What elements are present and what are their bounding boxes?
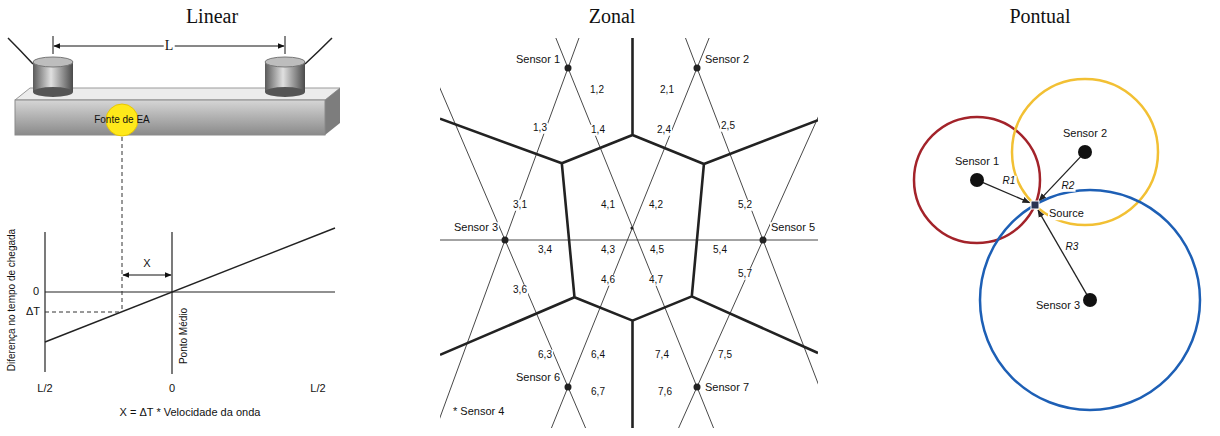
axis: [44, 232, 45, 372]
zone-number: 4,7: [648, 275, 664, 286]
range-label: R1: [1002, 176, 1017, 187]
zero-line: [45, 291, 335, 292]
zone-number: 2,4: [656, 125, 672, 136]
sensor-dot: [1083, 293, 1097, 307]
pontual-panel: [914, 79, 1200, 410]
zone-number: 5,7: [737, 269, 753, 280]
sensor-dot: [1078, 145, 1092, 159]
zone-number: 4,6: [600, 275, 616, 286]
zone-line: [440, 38, 818, 428]
distance-arrow: [123, 275, 171, 276]
range-circle: [1012, 79, 1158, 225]
bar-top: [15, 88, 340, 100]
range-arrow: [1039, 156, 1081, 200]
zone-number: 4,3: [600, 245, 616, 256]
sensor-label: Sensor 3: [1035, 300, 1081, 312]
zone-number: 3,4: [537, 245, 553, 256]
range-label: R2: [1061, 181, 1076, 192]
zone-number: 6,7: [590, 387, 606, 398]
zone-number: 2,5: [720, 121, 736, 132]
zone-number: 7,5: [717, 350, 733, 361]
sensor-dot: [630, 226, 633, 229]
panel-title: Zonal: [588, 6, 637, 27]
zone-number: 4,1: [600, 200, 616, 211]
sensor-dot: [502, 237, 509, 244]
zone-line: [440, 38, 818, 428]
midpoint-line: [171, 232, 172, 374]
axis-value: L/2: [309, 383, 326, 395]
sensor-dot: [565, 65, 572, 72]
zone-number: 4,2: [648, 200, 664, 211]
bar-side: [325, 88, 340, 135]
zone-number: 2,1: [659, 85, 675, 96]
range-label: R3: [1065, 242, 1080, 253]
sensor-base: [265, 87, 305, 97]
source-mark: [1031, 201, 1039, 209]
axis-value: 0: [32, 286, 40, 298]
axis-title: Diferença no tempo de chegada: [7, 228, 18, 372]
sensor-dot: [694, 65, 701, 72]
zone-line: [440, 38, 818, 428]
sensor-label: Sensor 1: [515, 54, 561, 66]
dimension-label: L: [164, 39, 175, 54]
sensor-label: Sensor 6: [515, 372, 561, 384]
sensor-dot: [565, 384, 572, 391]
panel-title: Linear: [185, 6, 239, 27]
sensor-top: [33, 57, 73, 67]
dimension-tick: [53, 36, 54, 54]
projection-line: [122, 137, 123, 312]
source-label: Source: [1048, 208, 1085, 220]
sensor-label: Sensor 1: [954, 156, 1000, 168]
midpoint-label: Ponto Médio: [179, 307, 190, 365]
sensor-dot: [694, 384, 701, 391]
zone-number: 1,3: [532, 123, 548, 134]
zonal-panel: [440, 38, 818, 428]
source-label: Fonte de EA: [93, 115, 151, 126]
sensor-wire: [305, 38, 332, 64]
zone-number: 3,1: [512, 200, 528, 211]
panel-title: Pontual: [1008, 6, 1071, 27]
zone-line: [440, 38, 818, 428]
zone-number: 7,4: [654, 350, 670, 361]
zone-number: 4,5: [649, 245, 665, 256]
zone-number: 5,4: [712, 245, 728, 256]
linear-panel: [8, 36, 340, 374]
axis-value: ΔT: [25, 306, 41, 318]
axis-value: 0: [168, 383, 176, 395]
dimension-tick: [285, 36, 286, 54]
legend-note: * Sensor 4: [452, 406, 505, 418]
sensor-top: [265, 57, 305, 67]
sensor-label: Sensor 2: [1062, 128, 1108, 140]
range-circle: [980, 190, 1200, 410]
sensor-dot: [970, 173, 984, 187]
zone-boundary: [440, 38, 818, 428]
sensor-wire: [8, 38, 33, 64]
zone-number: 6,4: [590, 350, 606, 361]
zone-number: 7,6: [657, 387, 673, 398]
zone-line: [440, 38, 818, 428]
zone-number: 5,2: [737, 200, 753, 211]
zone-number: 3,6: [512, 285, 528, 296]
sensor-label: Sensor 2: [704, 54, 750, 66]
zone-number: 6,3: [537, 350, 553, 361]
zone-number: 1,2: [589, 85, 605, 96]
sensor-label: Sensor 3: [453, 222, 499, 234]
zone-number: 1,4: [590, 125, 606, 136]
projection-line: [45, 312, 122, 313]
sensor-label: Sensor 7: [704, 382, 750, 394]
bar-front: [15, 100, 325, 135]
sensor-base: [33, 87, 73, 97]
axis-value: L/2: [36, 383, 53, 395]
range-circle: [914, 117, 1040, 243]
range-arrow: [1038, 210, 1087, 295]
sensor-label: Sensor 5: [770, 222, 816, 234]
zone-line: [440, 38, 818, 428]
formula: X = ΔT * Velocidade da onda: [119, 407, 262, 419]
distance-label: X: [142, 258, 151, 270]
time-difference-line: [45, 228, 335, 342]
sensor-dot: [760, 237, 767, 244]
